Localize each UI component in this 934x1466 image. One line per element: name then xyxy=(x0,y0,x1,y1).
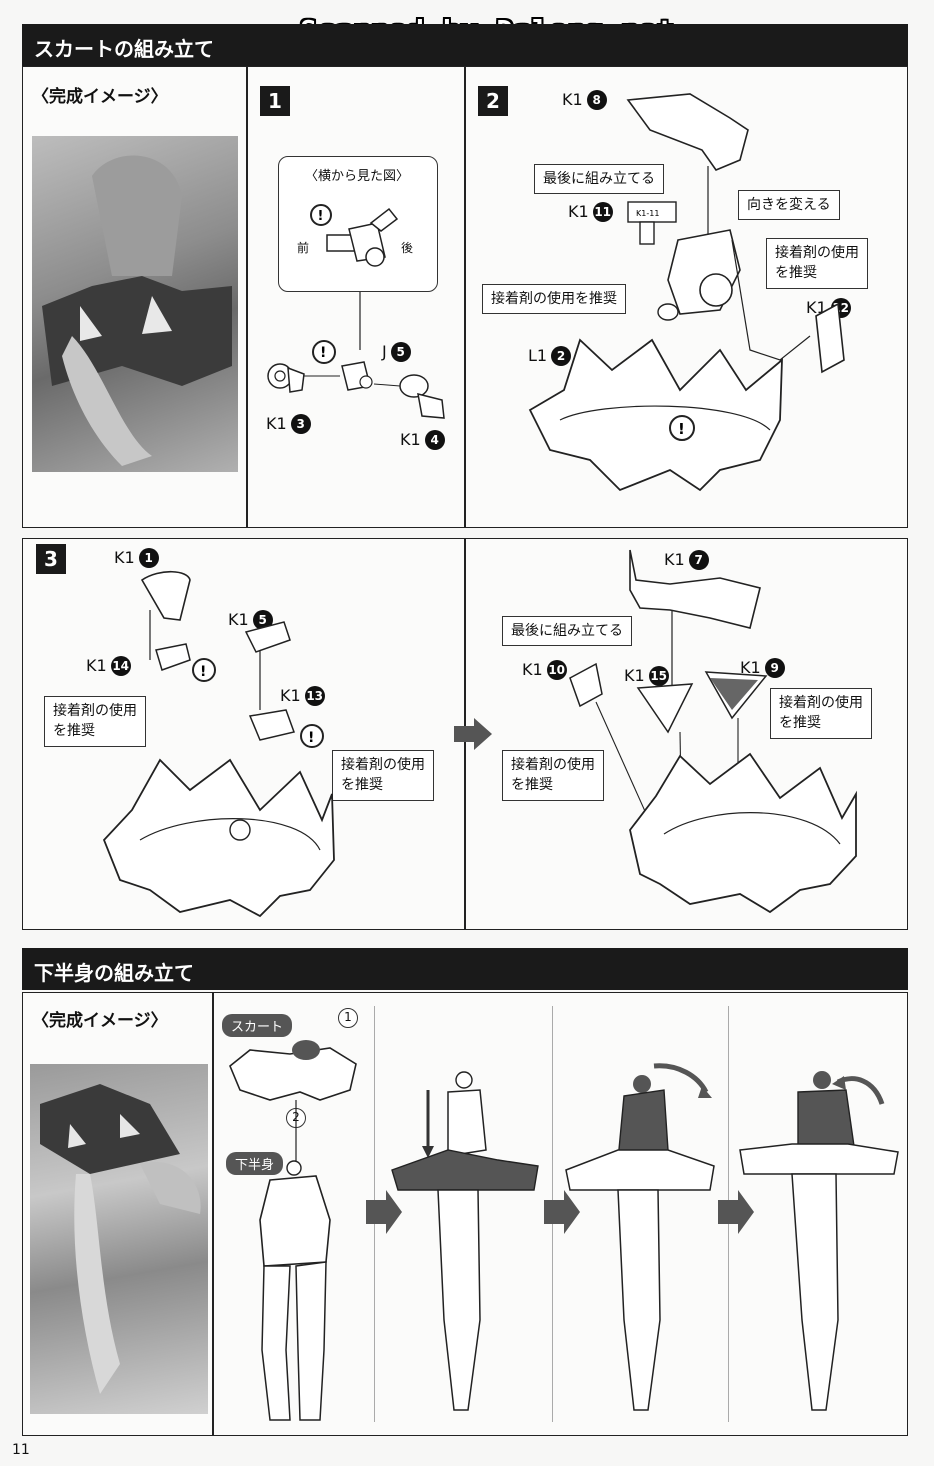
lower-section-title: 下半身の組み立て xyxy=(22,948,908,990)
callout-glue-left-b: 接着剤の使用 を推奨 xyxy=(332,750,434,801)
lower-body-tag: 下半身 xyxy=(226,1152,284,1175)
callout-assemble-last: 最後に組み立てる xyxy=(534,164,664,195)
page-number: 11 xyxy=(12,1442,30,1458)
step-3-left-drawing: ! ! xyxy=(102,570,335,918)
callout-glue-recommended-2: 接着剤の使用を推奨 xyxy=(482,284,626,315)
callout-glue-recommended: 接着剤の使用 を推奨 xyxy=(766,238,868,289)
finished-image-label-2: 〈完成イメージ〉 xyxy=(32,1011,168,1031)
svg-text:!: ! xyxy=(308,730,314,746)
finished-skirt-photo xyxy=(32,136,238,472)
callout-assemble-last-2: 最後に組み立てる xyxy=(502,616,632,647)
lower-step-1-drawing xyxy=(229,1040,357,1421)
side-view-box: 〈横から見た図〉 前 後 ! xyxy=(278,156,438,292)
side-view-title: 〈横から見た図〉 xyxy=(305,169,410,184)
step-1-assembly-drawing: ! xyxy=(267,292,445,419)
callout-glue-right-a: 接着剤の使用 を推奨 xyxy=(770,688,872,739)
step-circle-1: 1 xyxy=(338,1008,358,1028)
step-1-number: 1 xyxy=(260,86,290,116)
callout-change-direction: 向きを変える xyxy=(738,190,840,221)
back-label: 後 xyxy=(401,241,414,255)
part-stamp-K1-11: K1-11 xyxy=(636,209,659,218)
next-arrow xyxy=(454,718,492,750)
skirt-tag: スカート xyxy=(222,1014,293,1037)
lower-sequence-drawing xyxy=(366,1063,899,1411)
svg-text:!: ! xyxy=(678,420,685,438)
callout-glue-right-b: 接着剤の使用 を推奨 xyxy=(502,750,604,801)
side-view-part-drawing: ! xyxy=(310,204,399,267)
lower-photo-shapes xyxy=(40,1084,201,1394)
callout-glue-left-a: 接着剤の使用 を推奨 xyxy=(44,696,146,747)
step-2-number: 2 xyxy=(478,86,508,116)
step-3-number: 3 xyxy=(36,544,66,574)
skirt-section-title: スカートの組み立て xyxy=(22,24,908,66)
svg-text:!: ! xyxy=(320,345,326,361)
step-2-assembly-drawing: K1-11 ! xyxy=(528,93,845,492)
skirt-photo-shapes xyxy=(42,155,232,466)
finished-image-label: 〈完成イメージ〉 xyxy=(32,87,168,107)
svg-text:!: ! xyxy=(318,209,324,224)
step-3-right-drawing xyxy=(569,549,857,914)
svg-text:!: ! xyxy=(200,664,206,680)
front-label: 前 xyxy=(297,241,310,255)
finished-lower-body-photo xyxy=(30,1064,208,1414)
